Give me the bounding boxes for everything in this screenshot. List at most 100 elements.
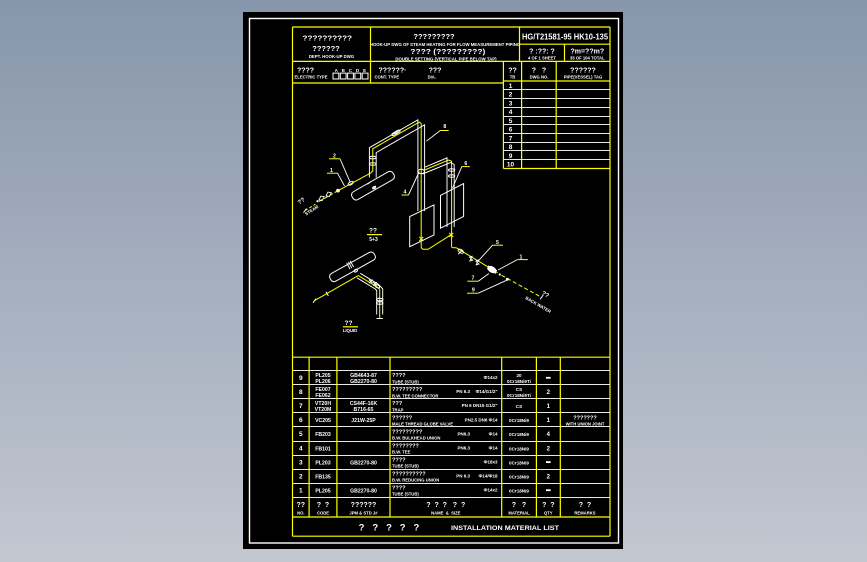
svg-text:??: ??	[345, 320, 353, 327]
svg-text:????: ????	[297, 68, 314, 75]
svg-text:NO.: NO.	[297, 510, 304, 515]
svg-text:PN6.3: PN6.3	[457, 431, 470, 436]
svg-text:ELECTRIC TYPE: ELECTRIC TYPE	[294, 75, 327, 80]
svg-text:CS: CS	[516, 404, 522, 409]
svg-text:FB203: FB203	[315, 432, 331, 438]
svg-text:PN2.5 DN6 Ф14: PN2.5 DN6 Ф14	[465, 417, 498, 422]
svg-text:VT20M: VT20M	[315, 407, 332, 413]
svg-text:GB2270-80: GB2270-80	[350, 379, 377, 385]
svg-text:5: 5	[509, 118, 513, 125]
svg-text:10: 10	[507, 162, 515, 169]
svg-text:3: 3	[509, 100, 513, 107]
svg-text:PL203: PL203	[315, 460, 330, 466]
svg-text:DEPT. HOOK-UP DWG: DEPT. HOOK-UP DWG	[309, 54, 355, 59]
svg-text:B.W. TEE: B.W. TEE	[392, 450, 411, 455]
svg-text:MATERIAL: MATERIAL	[508, 510, 530, 515]
svg-text:? ?: ? ?	[532, 68, 546, 75]
svg-text:2: 2	[547, 446, 551, 452]
svg-text:Ф14: Ф14	[489, 431, 498, 436]
svg-text:??????????: ??????????	[303, 34, 353, 43]
svg-text:TB: TB	[510, 75, 516, 80]
svg-text:6: 6	[464, 161, 467, 167]
svg-text:0Cr18Ni9: 0Cr18Ni9	[509, 446, 529, 451]
svg-text:B: B	[342, 68, 346, 73]
svg-text:0Cr18Ni9Ti: 0Cr18Ni9Ti	[507, 393, 531, 398]
svg-text:FE007: FE007	[315, 387, 330, 393]
svg-text:3: 3	[299, 459, 303, 466]
svg-text:1: 1	[547, 418, 551, 424]
svg-text:QTY: QTY	[544, 510, 553, 515]
svg-text:0Cr18Ni9: 0Cr18Ni9	[509, 460, 529, 465]
svg-text:?????????: ?????????	[392, 387, 423, 393]
svg-text:??: ??	[540, 291, 550, 300]
svg-text:?m=??m?: ?m=??m?	[570, 49, 604, 56]
svg-text:1: 1	[330, 168, 333, 174]
svg-text:5: 5	[496, 240, 499, 246]
svg-text:??: ??	[508, 68, 517, 75]
svg-text:???: ???	[429, 68, 442, 75]
svg-text:9: 9	[509, 153, 513, 160]
svg-text:????: ????	[392, 486, 406, 492]
svg-text:??????: ??????	[392, 415, 413, 421]
svg-text:DOUBLE SETTING (VERTICAL PIPE: DOUBLE SETTING (VERTICAL PIPE BELOW TAP)	[395, 57, 497, 62]
svg-text:B.W. TEE CONNECTOR: B.W. TEE CONNECTOR	[392, 393, 438, 398]
svg-text:? ?: ? ?	[579, 502, 591, 509]
svg-text:??: ??	[297, 197, 307, 206]
svg-text:????????: ????????	[392, 443, 420, 449]
svg-text:B.W. REDUCING UNION: B.W. REDUCING UNION	[392, 478, 439, 483]
svg-text:20: 20	[516, 373, 522, 378]
svg-text:? ? ? ? ?: ? ? ? ? ?	[359, 523, 420, 534]
svg-text:35 OF 104 TOTAL: 35 OF 104 TOTAL	[570, 56, 605, 61]
svg-text:2: 2	[547, 390, 551, 396]
svg-text:1: 1	[520, 255, 523, 261]
svg-text:A: A	[335, 68, 339, 73]
svg-text:PN6.3: PN6.3	[457, 445, 470, 450]
svg-text:???: ???	[392, 401, 403, 407]
svg-text:LIQUID: LIQUID	[343, 328, 358, 333]
svg-text:2: 2	[299, 473, 303, 480]
svg-text:Ф14/Ф18: Ф14/Ф18	[479, 474, 498, 479]
svg-text:4: 4	[509, 109, 513, 116]
svg-text:0Cr18Ni9Ti: 0Cr18Ni9Ti	[507, 379, 531, 384]
svg-text:PL205: PL205	[315, 373, 330, 379]
svg-text:6: 6	[509, 127, 513, 134]
svg-text:PN 6 DN15 G1/2": PN 6 DN15 G1/2"	[462, 403, 498, 408]
svg-text:Ф14/G1/2": Ф14/G1/2"	[476, 389, 498, 394]
svg-text:NAME & SIZE: NAME & SIZE	[431, 510, 461, 515]
svg-text:8: 8	[509, 144, 513, 151]
svg-text:0Cr18Ni9: 0Cr18Ni9	[509, 488, 529, 493]
svg-text:8: 8	[443, 124, 446, 130]
svg-text:C: C	[349, 68, 353, 73]
svg-text:PN 6.3: PN 6.3	[456, 389, 470, 394]
svg-text:4: 4	[299, 445, 303, 452]
svg-text:HOOK-UP DWG OF STEAM HEATING F: HOOK-UP DWG OF STEAM HEATING FOR FLOW ME…	[370, 42, 521, 47]
svg-text:2: 2	[333, 154, 336, 160]
svg-text:GB2270-80: GB2270-80	[350, 460, 377, 466]
svg-text:Ф14x2: Ф14x2	[484, 375, 498, 380]
svg-text:??????: ??????	[312, 44, 340, 53]
svg-text:???????: ???????	[573, 415, 597, 421]
svg-text:E: E	[363, 68, 366, 73]
svg-text:GB4643-87: GB4643-87	[350, 373, 377, 379]
svg-text:B716-65: B716-65	[354, 407, 374, 413]
svg-text:6: 6	[299, 417, 303, 424]
svg-text:JPM & STD J#: JPM & STD J#	[349, 510, 378, 515]
svg-text:??: ??	[369, 228, 377, 235]
svg-text:2: 2	[547, 474, 551, 480]
svg-text:4 OF 1 SHEET: 4 OF 1 SHEET	[528, 56, 556, 61]
svg-text:FE062: FE062	[315, 393, 330, 399]
svg-text:PIPE(VESSEL) TAG: PIPE(VESSEL) TAG	[564, 75, 603, 80]
svg-text:FB135: FB135	[315, 474, 331, 480]
svg-text:??????·: ??????·	[379, 68, 407, 75]
svg-text:B.W. BULKHEAD UNION: B.W. BULKHEAD UNION	[392, 436, 440, 441]
svg-text:9: 9	[299, 375, 303, 382]
svg-text:INSTALLATION MATERIAL LIST: INSTALLATION MATERIAL LIST	[451, 525, 560, 532]
svg-text:CS44F-16K: CS44F-16K	[350, 401, 378, 407]
svg-text:0Cr18Ni9: 0Cr18Ni9	[509, 474, 529, 479]
svg-text:????: ????	[392, 373, 406, 379]
svg-text:CONT. TYPE: CONT. TYPE	[374, 75, 399, 80]
svg-text:GB2270-80: GB2270-80	[350, 488, 377, 494]
svg-text:Ф18x3: Ф18x3	[484, 459, 498, 464]
svg-text:Ф14x2: Ф14x2	[484, 488, 498, 493]
svg-text:DIA.: DIA.	[428, 75, 436, 80]
